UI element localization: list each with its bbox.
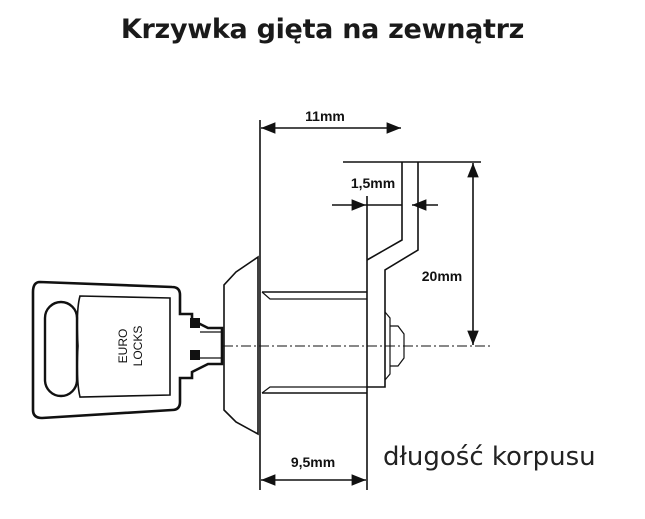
body-length-label: długość korpusu bbox=[383, 442, 596, 472]
key-brand-line2: LOCKS bbox=[131, 326, 145, 367]
svg-text:9,5mm: 9,5mm bbox=[291, 454, 335, 470]
cam-plate bbox=[366, 162, 419, 388]
lock-body bbox=[261, 291, 367, 394]
dimension-9-5mm: 9,5mm bbox=[261, 454, 366, 486]
dimension-20mm: 20mm bbox=[422, 163, 479, 345]
key: EURO LOCKS bbox=[31, 280, 224, 420]
screw-nut bbox=[384, 311, 405, 381]
svg-text:11mm: 11mm bbox=[305, 108, 345, 124]
diagram-title: Krzywka gięta na zewnątrz bbox=[120, 14, 525, 45]
dimension-11mm: 11mm bbox=[261, 108, 401, 134]
key-brand-line1: EURO bbox=[116, 329, 130, 364]
svg-text:1,5mm: 1,5mm bbox=[351, 175, 395, 191]
dimension-1-5mm: 1,5mm bbox=[332, 175, 438, 211]
svg-text:20mm: 20mm bbox=[422, 268, 462, 284]
lock-flange bbox=[223, 255, 259, 436]
